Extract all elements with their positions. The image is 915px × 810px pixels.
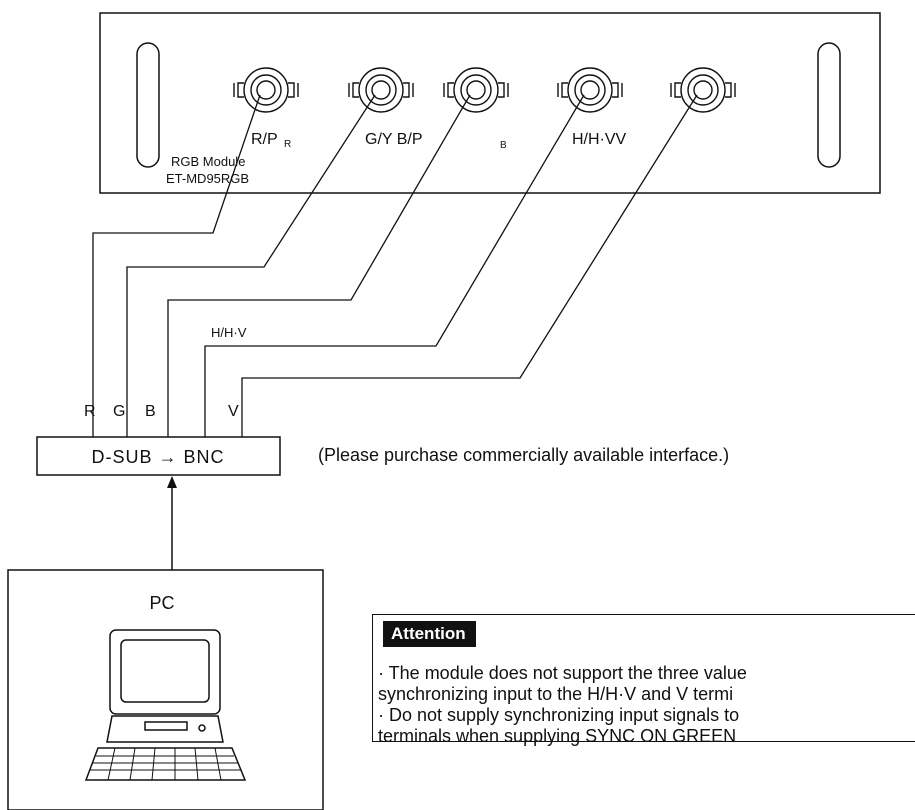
bnc-b-connector-icon	[443, 67, 509, 113]
left-handle	[136, 42, 160, 168]
terminal-label-gyb: G/Y B/P	[365, 131, 423, 148]
cable-g	[126, 94, 376, 437]
cable-b	[167, 94, 471, 437]
computer-icon	[84, 629, 247, 781]
cable-label-hv: H/H·V	[211, 325, 247, 340]
bnc-v-connector-icon	[670, 67, 736, 113]
pin-label-r: R	[84, 403, 96, 420]
attention-line: · The module does not support the three …	[378, 663, 747, 683]
arrowhead	[167, 476, 177, 488]
terminal-label-r-sub: R	[284, 139, 291, 150]
attention-badge: Attention	[383, 621, 476, 647]
terminal-label-r: R/P	[251, 131, 278, 148]
converter-note: (Please purchase commercially available …	[318, 445, 729, 465]
module-name: RGB Module	[171, 154, 245, 169]
dsub-bnc-converter-box	[36, 436, 281, 476]
pin-label-g: G	[113, 403, 125, 420]
pin-label-b: B	[145, 403, 156, 420]
module-model: ET-MD95RGB	[166, 171, 249, 186]
attention-line: synchronizing input to the H/H·V and V t…	[378, 684, 734, 704]
attention-line: terminals when supplying SYNC ON GREEN	[378, 726, 737, 746]
module-panel	[99, 12, 881, 194]
converter-label: D-SUB → BNC	[91, 447, 224, 467]
bnc-hv-connector-icon	[557, 67, 623, 113]
cable-v	[241, 94, 698, 437]
right-handle	[817, 42, 841, 168]
attention-line: · Do not supply synchronizing input sign…	[378, 705, 740, 725]
cable-r	[92, 94, 261, 437]
pc-box	[7, 569, 324, 810]
bnc-r-connector-icon	[233, 67, 299, 113]
attention-box: Attention · The module does not support …	[372, 614, 915, 746]
terminal-label-b-sub: B	[500, 140, 507, 151]
terminal-label-hv: H/H·VV	[572, 131, 627, 148]
cable-hv	[204, 94, 585, 437]
pin-label-v: V	[228, 403, 239, 420]
pc-label: PC	[149, 593, 174, 613]
bnc-g-connector-icon	[348, 67, 414, 113]
